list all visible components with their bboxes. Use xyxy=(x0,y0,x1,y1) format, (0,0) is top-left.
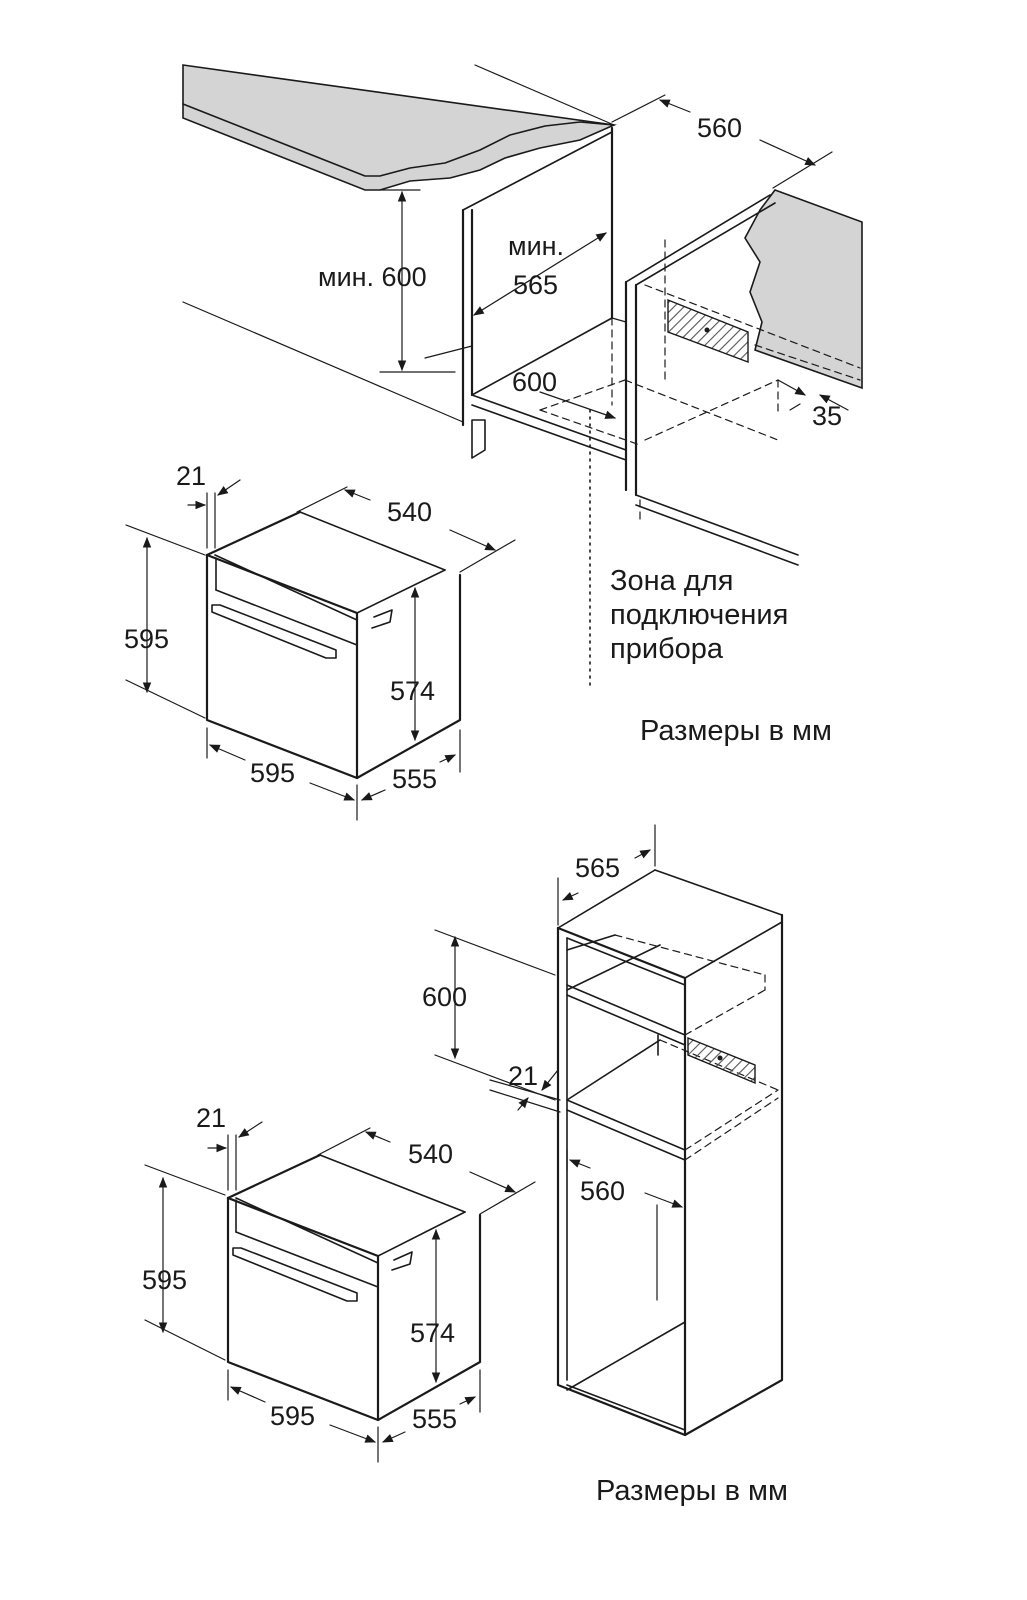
undercounter-dimensions: мин. 600 мин. 565 600 560 35 xyxy=(318,94,849,431)
zone-label-line-2: подключения xyxy=(610,599,788,631)
oven-top-inner-574: 574 xyxy=(390,676,435,706)
tall-cabinet xyxy=(556,869,784,1437)
countertop-right xyxy=(744,189,863,390)
cabinet-connection-zone xyxy=(687,1036,756,1085)
oven-top-depth-555: 555 xyxy=(392,764,437,794)
oven-bottom-depth-540: 540 xyxy=(408,1139,453,1169)
caption-top: Размеры в мм xyxy=(640,715,832,747)
oven-bottom-width-595: 595 xyxy=(270,1401,315,1431)
undercounter-installation: мин. 600 мин. 565 600 560 35 Зона для по… xyxy=(182,64,863,691)
oven-bottom-front-21: 21 xyxy=(196,1103,226,1133)
left-cabinet xyxy=(182,126,627,461)
min-height-label: мин. 600 xyxy=(318,262,427,292)
oven-top-handle xyxy=(211,604,337,659)
zone-label-line-1: Зона для xyxy=(610,565,733,597)
zone-label-line-3: прибора xyxy=(610,633,724,665)
cabinet-width-560: 560 xyxy=(580,1176,625,1206)
oven-bottom-depth-555: 555 xyxy=(412,1404,457,1434)
oven-top-front-21: 21 xyxy=(176,461,206,491)
cabinet-gap-21: 21 xyxy=(508,1061,538,1091)
depth-600-label: 600 xyxy=(512,367,557,397)
oven-top-height-595: 595 xyxy=(124,624,169,654)
width-560-label: 560 xyxy=(697,113,742,143)
oven-top: 595 574 595 555 21 540 xyxy=(124,461,516,821)
gap-35-label: 35 xyxy=(812,401,842,431)
oven-top-width-595: 595 xyxy=(250,758,295,788)
tall-cabinet-dimensions: 565 600 21 560 xyxy=(422,824,684,1301)
min-depth-label-2: 565 xyxy=(513,270,558,300)
oven-bottom-inner-574: 574 xyxy=(410,1318,455,1348)
oven-bottom-height-595: 595 xyxy=(142,1265,187,1295)
countertop xyxy=(182,64,617,191)
cabinet-depth-565: 565 xyxy=(575,853,620,883)
caption-bottom: Размеры в мм xyxy=(596,1475,788,1507)
oven-top-depth-540: 540 xyxy=(387,497,432,527)
cabinet-height-600: 600 xyxy=(422,982,467,1012)
right-cabinet xyxy=(539,194,861,691)
oven-bottom: 595 574 595 555 21 540 xyxy=(142,1103,536,1463)
min-depth-label-1: мин. xyxy=(508,231,564,261)
oven-bottom-handle xyxy=(232,1247,358,1302)
